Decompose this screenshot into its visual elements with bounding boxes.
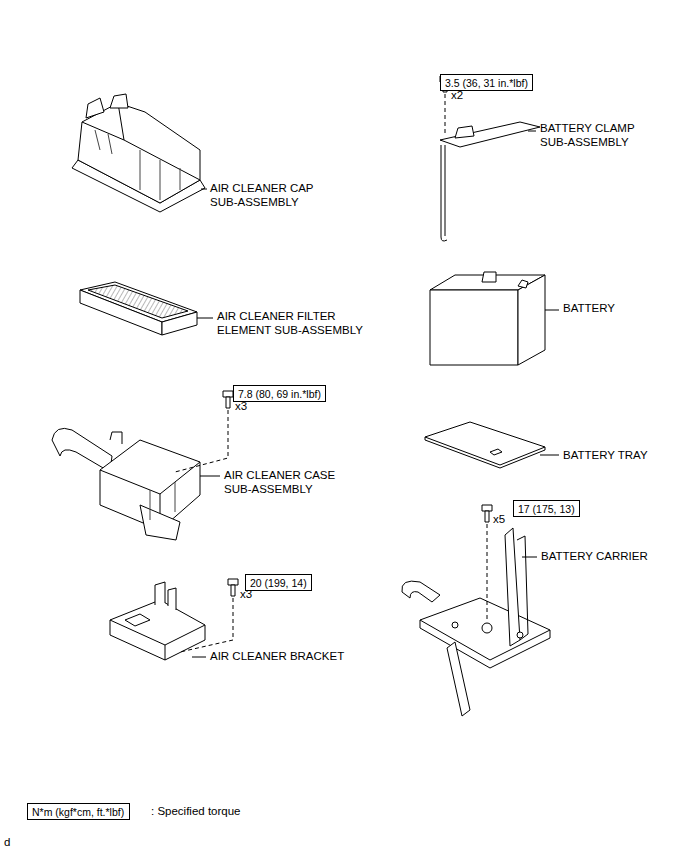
- battery: [430, 272, 545, 365]
- battery-carrier: [402, 528, 550, 716]
- torque-value: 7.8 (80, 69 in.*lbf): [238, 388, 321, 400]
- legend-text: : Specified torque: [151, 805, 241, 817]
- part-label: d: [4, 836, 10, 850]
- torque-box: N*m (kgf*cm, ft.*lbf): [27, 803, 130, 820]
- part-label: BATTERY: [563, 302, 615, 316]
- torque-box: 20 (199, 14): [245, 574, 312, 591]
- part-label: AIR CLEANER CASE SUB-ASSEMBLY: [224, 469, 359, 496]
- part-label: BATTERY CLAMP SUB-ASSEMBLY: [540, 122, 658, 149]
- part-label: x3: [235, 400, 247, 414]
- part-label: x5: [493, 513, 505, 527]
- part-label: BATTERY CARRIER: [541, 550, 648, 564]
- leader-lines: [175, 94, 559, 657]
- air-cleaner-case: [52, 428, 200, 540]
- torque-value: 20 (199, 14): [250, 577, 307, 589]
- bolt-symbol: [223, 76, 492, 596]
- part-label: AIR CLEANER FILTER ELEMENT SUB-ASSEMBLY: [217, 310, 377, 337]
- torque-box: 17 (175, 13): [513, 500, 580, 517]
- part-label: AIR CLEANER BRACKET: [210, 650, 344, 664]
- battery-clamp: [440, 122, 540, 241]
- part-label: x2: [451, 89, 463, 103]
- battery-tray: [425, 422, 545, 468]
- torque-box: 7.8 (80, 69 in.*lbf): [233, 385, 326, 402]
- part-label: BATTERY TRAY: [563, 449, 648, 463]
- torque-value: N*m (kgf*cm, ft.*lbf): [32, 806, 124, 818]
- torque-value: 17 (175, 13): [518, 503, 575, 515]
- legend-entry: : Specified torque: [151, 805, 241, 819]
- air-filter-element: [80, 282, 197, 335]
- part-label: AIR CLEANER CAP SUB-ASSEMBLY: [210, 182, 335, 209]
- torque-box: 3.5 (36, 31 in.*lbf): [440, 74, 533, 91]
- torque-value: 3.5 (36, 31 in.*lbf): [445, 77, 528, 89]
- air-cleaner-bracket: [110, 582, 205, 660]
- part-label: x3: [240, 588, 252, 602]
- air-cleaner-cap: [72, 94, 205, 212]
